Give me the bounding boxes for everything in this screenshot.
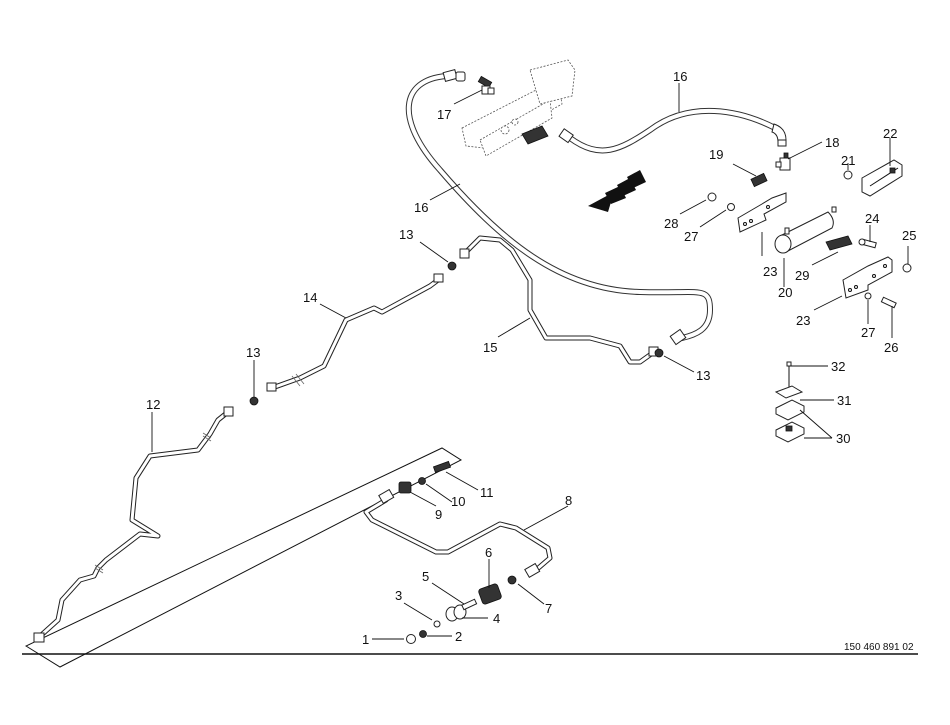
part-28-nut xyxy=(707,192,717,202)
part-19-fitting xyxy=(750,172,768,188)
callout-20: 20 xyxy=(778,285,792,300)
part-1-nut xyxy=(406,634,416,644)
part-27-washer-upper xyxy=(727,203,735,211)
callout-13-right: 13 xyxy=(696,368,710,383)
part-13-nut-upper xyxy=(447,261,457,271)
callout-30: 30 xyxy=(836,431,850,446)
part-2-washer xyxy=(419,630,427,638)
ground-plane-outline xyxy=(24,447,463,668)
callout-16-lower: 16 xyxy=(414,200,428,215)
callout-14: 14 xyxy=(303,290,317,305)
valve-block xyxy=(461,59,576,157)
part-10-washer xyxy=(418,477,426,485)
callout-leaders xyxy=(151,83,909,640)
callout-4: 4 xyxy=(493,611,500,626)
part-13-nut-right xyxy=(654,348,664,358)
part-23-plate-upper xyxy=(737,192,787,233)
callout-3: 3 xyxy=(395,588,402,603)
callout-28: 28 xyxy=(664,216,678,231)
part-22-bracket xyxy=(861,159,903,197)
callout-8: 8 xyxy=(565,493,572,508)
pipe-14 xyxy=(266,273,444,392)
part-29-spring xyxy=(825,235,853,251)
callout-31: 31 xyxy=(837,393,851,408)
part-7-fitting xyxy=(507,575,517,585)
callout-10: 10 xyxy=(451,494,465,509)
callout-25: 25 xyxy=(902,228,916,243)
part-21-nut xyxy=(843,170,853,180)
part-5-bolt xyxy=(461,598,478,611)
callout-9: 9 xyxy=(435,507,442,522)
part-6-coupling xyxy=(478,583,502,605)
callout-27-lower: 27 xyxy=(861,325,875,340)
part-25-nut xyxy=(902,263,912,273)
callout-7: 7 xyxy=(545,601,552,616)
part-27-washer-lower xyxy=(864,292,872,300)
callout-6: 6 xyxy=(485,545,492,560)
callout-23-lower: 23 xyxy=(796,313,810,328)
pipe-break-marks xyxy=(94,373,305,574)
callout-1: 1 xyxy=(362,632,369,647)
travel-direction-arrow xyxy=(588,170,646,212)
callout-32: 32 xyxy=(831,359,845,374)
part-20-cylinder xyxy=(774,206,837,254)
part-18-fitting xyxy=(775,152,791,171)
part-3-washer xyxy=(433,620,441,628)
callout-labels: 1 2 3 4 5 6 7 8 9 10 11 12 13 13 13 14 1… xyxy=(146,69,916,647)
pipe-12 xyxy=(33,406,234,643)
callout-12: 12 xyxy=(146,397,160,412)
drawing-number: 150 460 891 02 xyxy=(844,642,914,653)
callout-16-upper: 16 xyxy=(673,69,687,84)
callout-19: 19 xyxy=(709,147,723,162)
part-9-adapter xyxy=(398,481,412,494)
pipe-8 xyxy=(363,488,553,579)
callout-15: 15 xyxy=(483,340,497,355)
callout-24: 24 xyxy=(865,211,879,226)
part-24-screw xyxy=(858,238,877,249)
callout-29: 29 xyxy=(795,268,809,283)
hose-16-short xyxy=(558,108,787,154)
part-23-plate-lower xyxy=(842,256,893,299)
callout-13-upper: 13 xyxy=(399,227,413,242)
clamp-set-30-31-32 xyxy=(774,361,805,443)
part-17-tee-fitting xyxy=(477,75,495,95)
callout-17: 17 xyxy=(437,107,451,122)
callout-18: 18 xyxy=(825,135,839,150)
part-13-nut-middle xyxy=(249,396,259,406)
callout-26: 26 xyxy=(884,340,898,355)
callout-11: 11 xyxy=(480,485,494,500)
callout-23-upper: 23 xyxy=(763,264,777,279)
part-26-bolt xyxy=(880,296,897,309)
callout-27-upper: 27 xyxy=(684,229,698,244)
callout-2: 2 xyxy=(455,629,462,644)
hose-16-long xyxy=(405,68,714,346)
callout-21: 21 xyxy=(841,153,855,168)
callout-13-middle: 13 xyxy=(246,345,260,360)
callout-5: 5 xyxy=(422,569,429,584)
callout-22: 22 xyxy=(883,126,897,141)
part-11-screw xyxy=(432,460,452,474)
pipe-15 xyxy=(459,235,659,365)
